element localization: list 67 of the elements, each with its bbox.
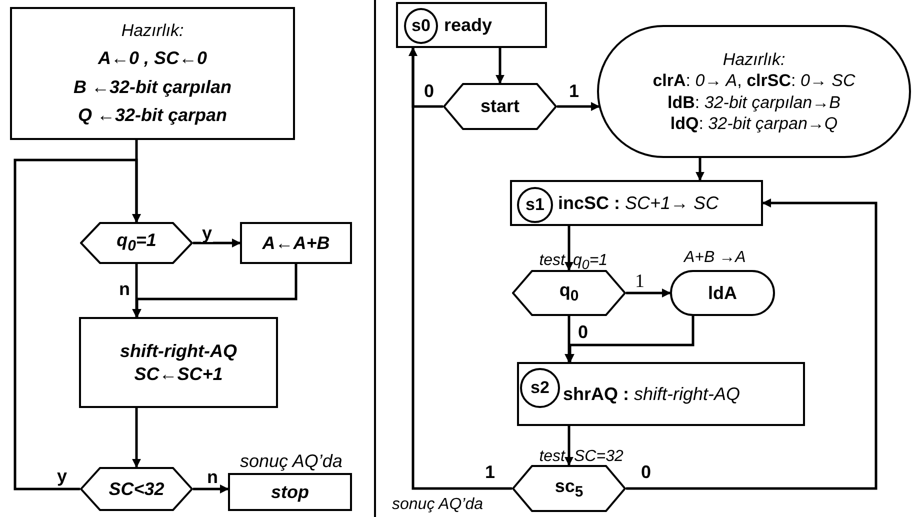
decision-hexagon	[80, 467, 193, 511]
heading-text: shift-right-AQ	[120, 340, 237, 362]
heading-text: Hazırlık:	[121, 20, 184, 42]
state-box	[517, 362, 805, 426]
arrow	[132, 408, 141, 468]
node-text: ldA	[708, 282, 737, 304]
conditional-output-box	[670, 270, 775, 316]
arrow	[14, 158, 141, 490]
annotation-text: test	[538, 253, 565, 269]
node-text: s2	[530, 377, 550, 399]
decision-hexagon	[512, 465, 626, 512]
edge-label: 1	[484, 463, 496, 481]
process-box	[240, 222, 352, 264]
node-text: incSC : SC+1→ SC	[558, 192, 719, 214]
annotation-text: sonuç AQ’da	[392, 497, 484, 513]
note-text: sonuç AQ’da	[240, 452, 342, 470]
node-text: start	[480, 95, 520, 118]
decision-hexagon	[80, 222, 193, 264]
state-box	[510, 180, 763, 226]
node-text: clrA: 0→ A, clrSC: 0→ SC	[652, 70, 856, 92]
arrow	[132, 264, 141, 318]
edge-label: 0	[640, 463, 652, 481]
node-text: A←A+B	[262, 232, 330, 254]
arrow	[193, 238, 241, 248]
arrow	[564, 316, 574, 363]
annotation-text: test	[538, 449, 565, 465]
preparation-box	[10, 7, 295, 140]
arrow	[626, 198, 878, 490]
node-text: SC<32	[108, 478, 164, 500]
node-text: ready	[444, 14, 492, 36]
heading-text: Hazırlık:	[722, 49, 786, 70]
node-text: ldB: 32-bit çarpılan→B	[668, 92, 840, 113]
arrow	[408, 47, 512, 490]
node-text: ldQ: 32-bit çarpan→Q	[670, 112, 838, 134]
arrow	[193, 484, 229, 494]
state-circle	[404, 8, 438, 44]
state-circle	[520, 368, 560, 408]
node-text: shrAQ : shift-right-AQ	[563, 382, 740, 406]
node-text: s0	[412, 15, 430, 37]
decision-hexagon	[512, 270, 626, 316]
node-text: s1	[526, 194, 544, 216]
state-box	[396, 2, 547, 48]
node-text: Q ←32-bit çarpan	[78, 104, 228, 128]
node-text: stop	[271, 480, 309, 504]
annotation-text: SC=32	[574, 449, 624, 465]
node-text: SC←SC+1	[134, 362, 223, 385]
state-circle	[517, 187, 553, 223]
node-text: sc$_{5}$	[554, 474, 584, 502]
edge-label: 0	[577, 323, 590, 341]
note-text: A+B →A	[684, 250, 746, 266]
annotation-text: q$_{0}$=1	[573, 253, 608, 272]
terminal-box	[228, 473, 352, 511]
arrow	[557, 102, 600, 111]
arrow	[496, 48, 504, 84]
arrow	[564, 226, 574, 271]
node-text: q$_{0}$	[559, 279, 579, 307]
arrow	[132, 264, 298, 318]
edge-label: 1	[568, 82, 580, 100]
decision-hexagon	[443, 83, 557, 130]
node-text: q$_{0}$=1	[116, 229, 156, 257]
arrow	[564, 426, 574, 466]
node-text: A←0 , SC←0	[98, 46, 208, 70]
arrow	[626, 288, 671, 298]
edge-label: 0	[423, 82, 436, 100]
process-box	[79, 317, 278, 408]
node-text: B ←32-bit çarpılan	[73, 76, 232, 99]
arrow	[696, 158, 704, 181]
